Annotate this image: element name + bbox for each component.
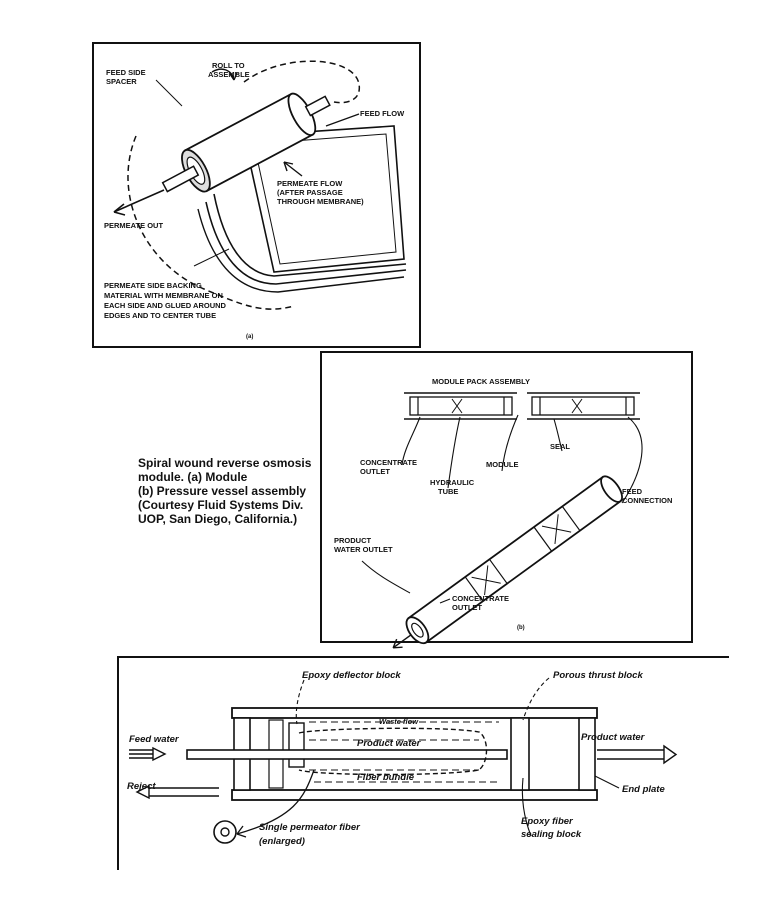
unrolled-dashed-outline xyxy=(127,135,295,310)
hollow-fiber-panel: Epoxy deflector block Porous thrust bloc… xyxy=(117,656,729,870)
hydraulic-tube-label-2: TUBE xyxy=(438,487,458,496)
product-water-outlet-label-2: WATER OUTLET xyxy=(334,545,393,554)
permeate-flow-arrow xyxy=(283,161,303,177)
seal-leader xyxy=(553,418,563,452)
single-permeator-label-2: (enlarged) xyxy=(259,836,305,847)
epoxy-deflector-label: Epoxy deflector block xyxy=(302,670,401,681)
product-water-outer-label: Product water xyxy=(581,732,646,743)
pressure-vessel-tube xyxy=(392,475,623,649)
panel-a-sublabel: (a) xyxy=(246,334,253,340)
figure-caption: Spiral wound reverse osmosis module. (a)… xyxy=(138,456,338,526)
reject-label: Reject xyxy=(127,781,156,792)
spacer-leader xyxy=(155,79,183,107)
waste-flow-label: Waste flow xyxy=(379,717,419,726)
seal-label: SEAL xyxy=(550,442,570,451)
pressure-vessel-drawing: MODULE PACK ASSEMBLY CONCENTRATE OUTLET … xyxy=(334,377,672,649)
epoxy-fiber-sealing-label-2: sealing block xyxy=(521,829,582,840)
feed-connection-leader xyxy=(621,416,643,504)
roll-to-assemble-label: ROLL TO xyxy=(212,61,245,70)
module-leader xyxy=(501,414,519,472)
caption-line-4: (Courtesy Fluid Systems Div. xyxy=(138,498,304,512)
permeate-out-label: PERMEATE OUT xyxy=(104,221,163,230)
porous-thrust-block xyxy=(510,717,530,791)
feed-flow-leader xyxy=(325,113,360,127)
backing-material-label-4: EDGES AND TO CENTER TUBE xyxy=(104,311,216,320)
thrust-leader xyxy=(522,677,550,721)
membrane-roll xyxy=(161,92,331,193)
concentrate-outlet-label-2: OUTLET xyxy=(360,467,390,476)
roll-dashed-outline xyxy=(243,60,360,104)
permeate-flow-label-2: (AFTER PASSAGE xyxy=(277,188,343,197)
backing-material-label: PERMEATE SIDE BACKING xyxy=(104,281,202,290)
roll-to-assemble-label-2: ASSEMBLE xyxy=(208,70,250,79)
feed-water-label: Feed water xyxy=(129,734,180,745)
reject-arrow xyxy=(135,784,219,800)
concentrate-outlet-b-label: CONCENTRATE xyxy=(452,594,509,603)
feed-side-spacer-label: FEED SIDE xyxy=(106,68,146,77)
sealing-block-leader xyxy=(521,777,532,837)
spiral-module-panel: ROLL TO ASSEMBLE FEED SIDE SPACER FEED F… xyxy=(92,42,421,348)
hydraulic-tube-leader xyxy=(447,416,461,489)
feed-connection-label: FEED xyxy=(622,487,643,496)
single-fiber-arrow xyxy=(236,769,315,835)
module-pack-assembly-label: MODULE PACK ASSEMBLY xyxy=(432,377,530,386)
permeate-out-arrow xyxy=(113,189,165,213)
caption-line-2: module. (a) Module xyxy=(138,470,248,484)
concentrate-outlet-b-leader xyxy=(439,598,451,604)
permeate-flow-label-3: THROUGH MEMBRANE) xyxy=(277,197,364,206)
single-permeator-label: Single permeator fiber xyxy=(259,822,361,833)
product-water-arrow xyxy=(597,744,678,765)
membrane-sheet-edge-3 xyxy=(197,208,405,293)
concentrate-outlet-label: CONCENTRATE xyxy=(360,458,417,467)
membrane-sheet-edge-2 xyxy=(205,201,407,285)
center-tube xyxy=(186,749,508,760)
pressure-vessel-panel: MODULE PACK ASSEMBLY CONCENTRATE OUTLET … xyxy=(320,351,693,649)
feed-connection-label-2: CONNECTION xyxy=(622,496,672,505)
product-water-outlet-label: PRODUCT xyxy=(334,536,372,545)
feed-flow-label: FEED FLOW xyxy=(360,109,405,118)
panel-b-sublabel: (b) xyxy=(517,625,525,631)
feed-side-spacer-label-2: SPACER xyxy=(106,77,137,86)
permeate-flow-label: PERMEATE FLOW xyxy=(277,179,343,188)
hydraulic-tube-label: HYDRAULIC xyxy=(430,478,475,487)
fiber-bundle-label: Fiber bundle xyxy=(357,772,415,783)
caption-line-5: UOP, San Diego, California.) xyxy=(138,512,298,526)
module-pack-assembly xyxy=(404,392,640,420)
porous-thrust-label: Porous thrust block xyxy=(553,670,643,681)
fiber-bundle-outline xyxy=(298,727,488,776)
caption-line-3: (b) Pressure vessel assembly xyxy=(138,484,307,498)
epoxy-deflector-block xyxy=(288,722,305,768)
concentrate-outlet-leader xyxy=(401,416,421,466)
spiral-module-drawing: ROLL TO ASSEMBLE FEED SIDE SPACER FEED F… xyxy=(104,60,407,340)
backing-material-label-2: MATERIAL WITH MEMBRANE ON xyxy=(104,291,223,300)
membrane-sheet-inner xyxy=(253,133,397,265)
product-outlet-leader xyxy=(361,560,411,594)
backing-material-label-3: EACH SIDE AND GLUED AROUND xyxy=(104,301,227,310)
epoxy-fiber-sealing-label: Epoxy fiber xyxy=(521,816,574,827)
hollow-fiber-drawing: Epoxy deflector block Porous thrust bloc… xyxy=(127,670,678,847)
module-label: MODULE xyxy=(486,460,519,469)
membrane-sheet-edge-1 xyxy=(213,193,407,277)
end-plate-label: End plate xyxy=(622,784,665,795)
end-plate-leader xyxy=(594,775,620,789)
caption-line-1: Spiral wound reverse osmosis xyxy=(138,456,312,470)
backing-leader xyxy=(193,248,230,267)
concentrate-outlet-b-label-2: OUTLET xyxy=(452,603,482,612)
product-water-inner-label: Product water xyxy=(357,738,422,749)
